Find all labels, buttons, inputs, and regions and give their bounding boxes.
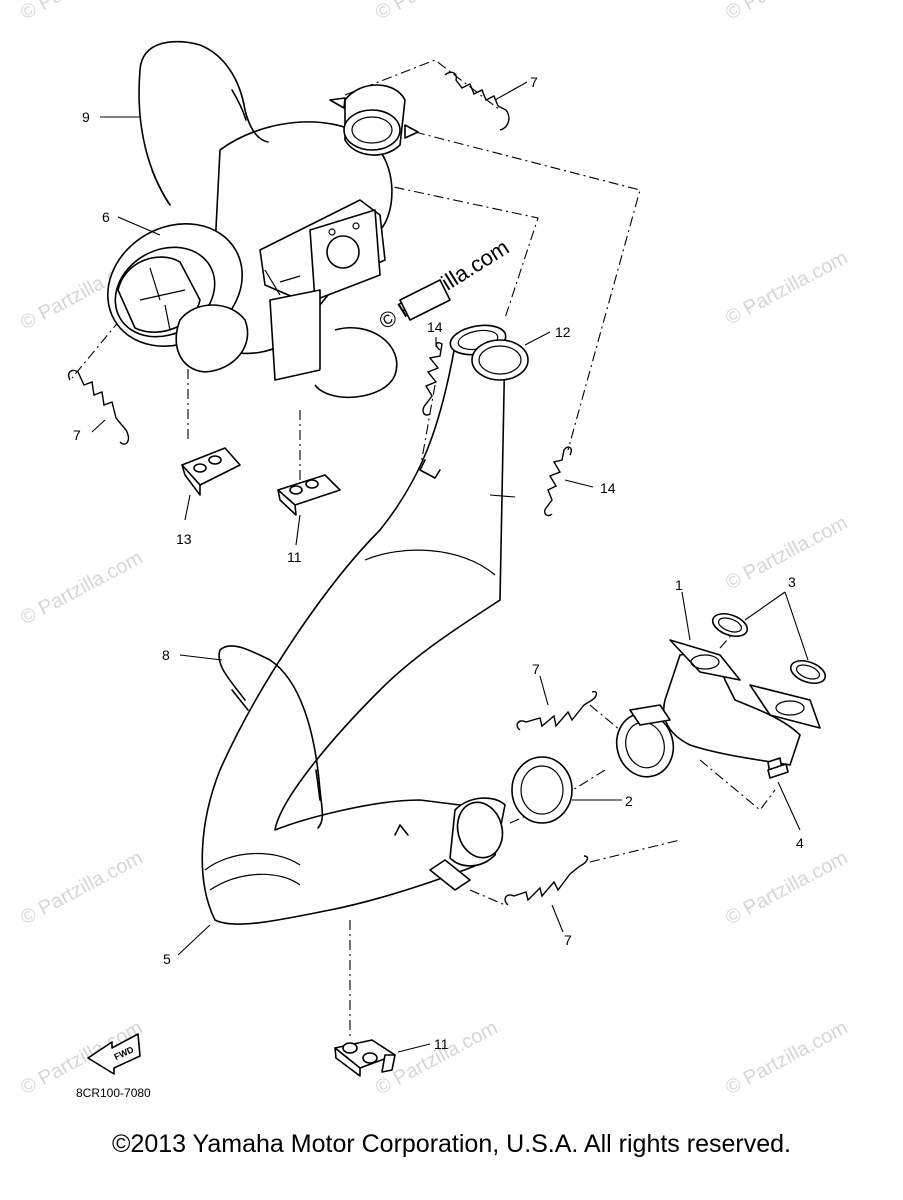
forward-arrow-icon: FWD xyxy=(87,1033,141,1075)
watermark-main: © Partzilla.com xyxy=(374,234,513,334)
callout-9: 9 xyxy=(82,109,90,125)
callout-7: 7 xyxy=(73,427,81,443)
callout-7: 7 xyxy=(532,661,540,677)
guide-lines xyxy=(71,59,776,1040)
callout-11: 11 xyxy=(434,1036,449,1052)
callout-14: 14 xyxy=(600,480,616,496)
callout-7: 7 xyxy=(564,932,572,948)
copyright-text: ©2013 Yamaha Motor Corporation, U.S.A. A… xyxy=(112,1130,791,1158)
spring-7-top xyxy=(444,71,510,131)
callout-8: 8 xyxy=(162,647,170,663)
callout-12: 12 xyxy=(555,324,571,340)
watermark-text: © Partzilla.com xyxy=(722,247,851,330)
wire-9 xyxy=(138,40,269,206)
callout-14: 14 xyxy=(427,319,443,335)
wire-8 xyxy=(218,645,324,829)
watermark-text: © Partzilla.com xyxy=(372,0,501,24)
spring-14-left xyxy=(422,341,443,416)
damper-11-top xyxy=(277,474,341,516)
gasket-3a xyxy=(711,612,749,638)
damper-11-bottom xyxy=(334,1039,396,1077)
watermark-text: © Partzilla.com xyxy=(722,512,851,595)
damper-13 xyxy=(181,447,241,496)
bolt-4 xyxy=(767,757,789,779)
spring-7-bottom xyxy=(504,855,589,906)
exhaust-pipe xyxy=(201,324,507,925)
callout-4: 4 xyxy=(796,835,804,851)
watermark-text: © Partzilla.com xyxy=(17,847,146,930)
callout-7: 7 xyxy=(530,74,538,90)
spring-7-mid xyxy=(516,690,598,731)
callout-13: 13 xyxy=(176,531,192,547)
callout-2: 2 xyxy=(625,793,633,809)
pipe-hook xyxy=(419,459,441,479)
watermark-text: © Partzilla.com xyxy=(722,847,851,930)
silencer-inlet-joint xyxy=(329,84,419,156)
damper-plate xyxy=(399,279,451,321)
exhaust-manifold xyxy=(615,639,821,778)
callout-1: 1 xyxy=(675,577,683,593)
pipe-hook xyxy=(394,824,409,836)
gasket-3b xyxy=(789,659,827,685)
callout-5: 5 xyxy=(163,951,171,967)
callout-3: 3 xyxy=(788,574,796,590)
spring-14-right xyxy=(543,446,573,517)
watermark-text: © Partzilla.com xyxy=(17,0,146,24)
callout-6: 6 xyxy=(102,209,110,225)
callout-11: 11 xyxy=(287,549,302,565)
watermark-text: © Partzilla.com xyxy=(17,547,146,630)
callout-labels: 9 6 7 7 12 14 14 13 11 1 3 8 7 2 4 5 7 1… xyxy=(73,74,804,1052)
spring-7-left xyxy=(68,369,130,445)
silencer xyxy=(106,121,398,399)
diagram-code: 8CR100-7080 xyxy=(76,1086,151,1100)
watermark-text: © Partzilla.com xyxy=(722,1017,851,1100)
leader-lines xyxy=(91,81,809,1053)
watermark-text: © Partzilla.com xyxy=(722,0,851,24)
